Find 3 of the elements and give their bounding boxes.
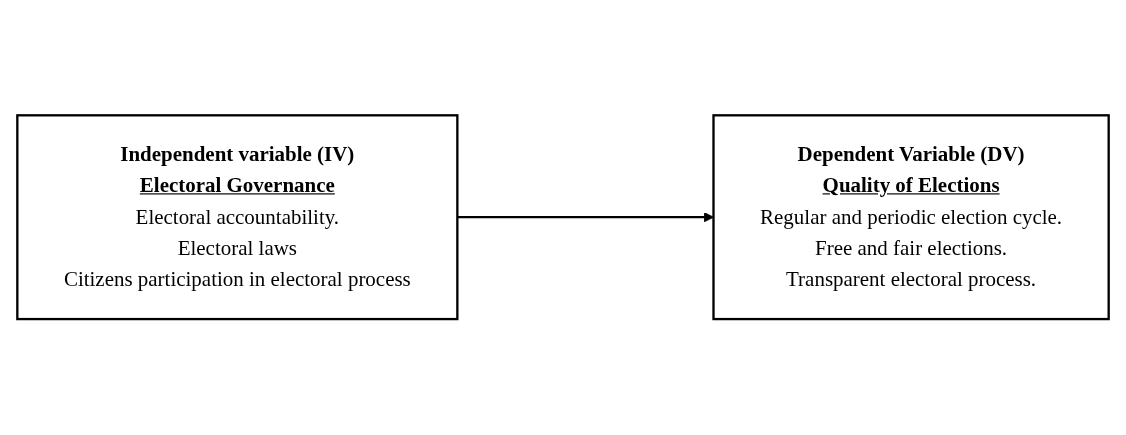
node-box: Independent variable (IV) Electoral Governance Electoral accountability. Electoral laws Citizens participation in electoral process xyxy=(16,114,459,321)
arrow xyxy=(457,212,714,223)
node-box: Dependent Variable (DV) Quality of Elections Regular and periodic election cycle. Free and fair elections. Transparent electoral process. xyxy=(712,114,1110,321)
